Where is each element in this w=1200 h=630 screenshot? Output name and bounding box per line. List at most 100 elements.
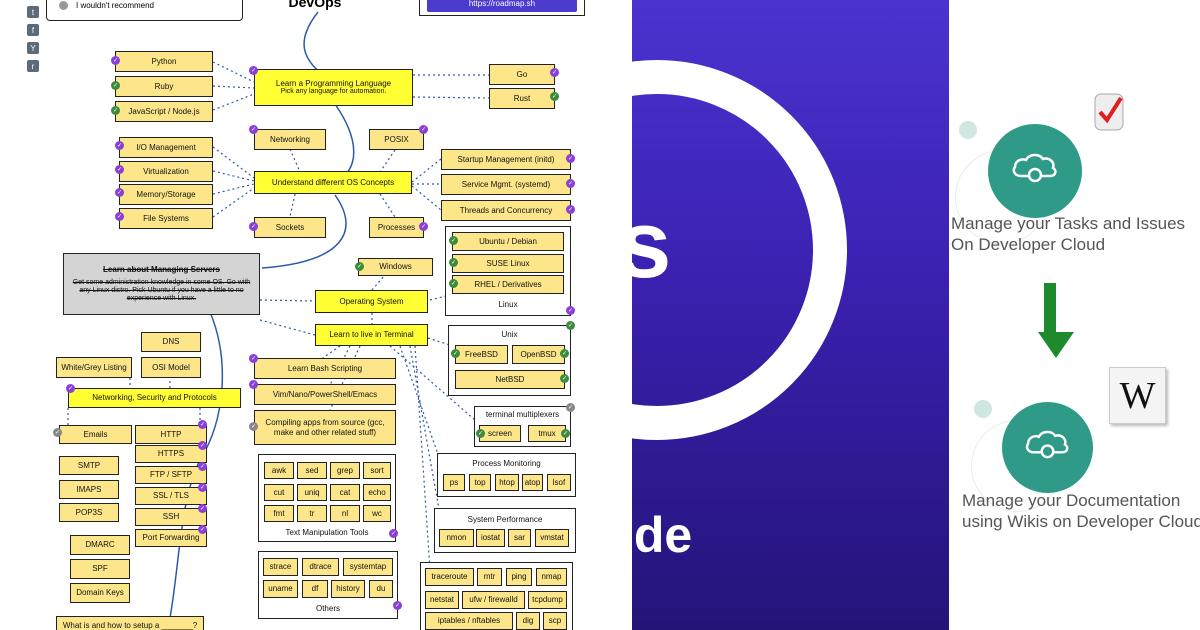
checklist-icon bbox=[1091, 90, 1127, 134]
tool-htop[interactable]: htop bbox=[495, 474, 519, 491]
tool-ufw-firewalld[interactable]: ufw / firewalld bbox=[462, 591, 525, 609]
node-dmarc[interactable]: DMARC bbox=[70, 535, 130, 555]
check-badge-icon: ✓ bbox=[566, 306, 575, 315]
node-smtp[interactable]: SMTP bbox=[59, 456, 119, 475]
tool-ping[interactable]: ping bbox=[506, 568, 532, 586]
check-badge-icon: ✓ bbox=[566, 321, 575, 330]
node-netbsd[interactable]: NetBSD bbox=[455, 370, 565, 389]
node-http[interactable]: HTTP bbox=[135, 425, 207, 444]
node-osi-model[interactable]: OSI Model bbox=[141, 357, 201, 378]
node-learn-terminal[interactable]: Learn to live in Terminal bbox=[315, 324, 428, 346]
tool-iptables-nftables[interactable]: iptables / nftables bbox=[425, 612, 513, 630]
node-editors[interactable]: Vim/Nano/PowerShell/Emacs bbox=[254, 384, 396, 405]
tool-ps[interactable]: ps bbox=[443, 474, 465, 491]
tool-sar[interactable]: sar bbox=[508, 529, 531, 547]
tool-nl[interactable]: nl bbox=[330, 505, 360, 522]
node-domain-keys[interactable]: Domain Keys bbox=[70, 583, 130, 603]
tool-uniq[interactable]: uniq bbox=[297, 484, 327, 501]
caption-wiki-line2: using Wikis on Developer Cloud bbox=[962, 512, 1200, 531]
tool-scp[interactable]: scp bbox=[543, 612, 567, 630]
node-spf[interactable]: SPF bbox=[70, 559, 130, 579]
tool-atop[interactable]: atop bbox=[522, 474, 543, 491]
tool-netstat[interactable]: netstat bbox=[425, 591, 459, 609]
node-port-forwarding[interactable]: Port Forwarding bbox=[135, 529, 207, 547]
tool-fmt[interactable]: fmt bbox=[264, 505, 294, 522]
node-ssh[interactable]: SSH bbox=[135, 508, 207, 526]
node-imaps[interactable]: IMAPS bbox=[59, 480, 119, 499]
node-white-grey-listing[interactable]: White/Grey Listing bbox=[56, 357, 132, 378]
node-setup-question[interactable]: What is and how to setup a _______? bbox=[56, 616, 204, 630]
node-emails[interactable]: Emails bbox=[59, 425, 132, 444]
node-freebsd[interactable]: FreeBSD bbox=[455, 345, 508, 364]
tool-sed[interactable]: sed bbox=[297, 462, 327, 479]
tool-nmon[interactable]: nmon bbox=[439, 529, 474, 547]
tool-dig[interactable]: dig bbox=[516, 612, 540, 630]
node-ssl-tls[interactable]: SSL / TLS bbox=[135, 487, 207, 505]
node-https[interactable]: HTTPS bbox=[135, 445, 207, 463]
tool-iostat[interactable]: iostat bbox=[476, 529, 505, 547]
node-dns[interactable]: DNS bbox=[141, 332, 201, 352]
tool-top[interactable]: top bbox=[469, 474, 491, 491]
tool-tcpdump[interactable]: tcpdump bbox=[528, 591, 567, 609]
tool-traceroute[interactable]: traceroute bbox=[425, 568, 474, 586]
twitter-icon[interactable]: t bbox=[27, 6, 39, 18]
hackernews-icon[interactable]: Y bbox=[27, 42, 39, 54]
node-openbsd[interactable]: OpenBSD bbox=[512, 345, 565, 364]
radio-button[interactable] bbox=[59, 1, 68, 10]
node-compiling-apps[interactable]: Compiling apps from source (gcc, make an… bbox=[254, 410, 396, 445]
node-file-systems[interactable]: File Systems bbox=[119, 208, 213, 229]
linux-label: Linux bbox=[498, 300, 518, 309]
node-networking-security-protocols[interactable]: Networking, Security and Protocols bbox=[68, 388, 241, 408]
url-button[interactable]: https://roadmap.sh bbox=[427, 0, 577, 12]
node-ubuntu[interactable]: Ubuntu / Debian bbox=[452, 232, 564, 251]
tool-vmstat[interactable]: vmstat bbox=[535, 529, 569, 547]
tool-du[interactable]: du bbox=[369, 580, 393, 598]
node-suse[interactable]: SUSE Linux bbox=[452, 254, 564, 273]
tool-history[interactable]: history bbox=[331, 580, 365, 598]
node-python[interactable]: Python bbox=[115, 51, 213, 72]
check-badge-icon: ✓ bbox=[198, 525, 207, 534]
node-virtualization[interactable]: Virtualization bbox=[119, 161, 213, 182]
tool-mtr[interactable]: mtr bbox=[477, 568, 502, 586]
node-memory-storage[interactable]: Memory/Storage bbox=[119, 184, 213, 205]
tool-nmap[interactable]: nmap bbox=[536, 568, 567, 586]
tool-cut[interactable]: cut bbox=[264, 484, 294, 501]
tool-tr[interactable]: tr bbox=[297, 505, 327, 522]
tool-echo[interactable]: echo bbox=[363, 484, 391, 501]
node-rust[interactable]: Rust bbox=[489, 88, 555, 109]
node-rhel[interactable]: RHEL / Derivatives bbox=[452, 275, 564, 294]
node-operating-system[interactable]: Operating System bbox=[315, 290, 428, 313]
node-service-management[interactable]: Service Mgmt. (systemd) bbox=[441, 174, 571, 195]
node-posix[interactable]: POSIX bbox=[369, 129, 424, 150]
tool-dtrace[interactable]: dtrace bbox=[302, 558, 339, 576]
node-bash-scripting[interactable]: Learn Bash Scripting bbox=[254, 358, 396, 379]
node-sockets[interactable]: Sockets bbox=[254, 217, 326, 238]
node-io-management[interactable]: I/O Management bbox=[119, 137, 213, 158]
node-startup-management[interactable]: Startup Management (initd) bbox=[441, 149, 571, 170]
node-ftp-sftp[interactable]: FTP / SFTP bbox=[135, 466, 207, 484]
node-pop3s[interactable]: POP3S bbox=[59, 503, 119, 522]
reddit-icon[interactable]: r bbox=[27, 60, 39, 72]
node-managing-servers[interactable]: Learn about Managing Servers Get some ad… bbox=[63, 253, 260, 315]
tool-systemtap[interactable]: systemtap bbox=[343, 558, 393, 576]
node-windows[interactable]: Windows bbox=[358, 258, 433, 276]
node-go[interactable]: Go bbox=[489, 64, 555, 85]
node-os-concepts[interactable]: Understand different OS Concepts bbox=[254, 171, 412, 194]
node-ruby[interactable]: Ruby bbox=[115, 76, 213, 97]
tool-screen[interactable]: screen bbox=[479, 425, 521, 442]
tool-lsof[interactable]: lsof bbox=[547, 474, 571, 491]
tool-grep[interactable]: grep bbox=[330, 462, 360, 479]
node-processes[interactable]: Processes bbox=[369, 217, 424, 238]
node-learn-language[interactable]: Learn a Programming Language Pick any la… bbox=[254, 69, 413, 106]
node-javascript[interactable]: JavaScript / Node.js bbox=[115, 101, 213, 122]
tool-df[interactable]: df bbox=[302, 580, 328, 598]
tool-sort[interactable]: sort bbox=[363, 462, 391, 479]
tool-awk[interactable]: awk bbox=[264, 462, 294, 479]
tool-cat[interactable]: cat bbox=[330, 484, 360, 501]
tool-uname[interactable]: uname bbox=[263, 580, 298, 598]
node-threads-concurrency[interactable]: Threads and Concurrency bbox=[441, 200, 571, 221]
tool-strace[interactable]: strace bbox=[263, 558, 298, 576]
node-networking[interactable]: Networking bbox=[254, 129, 326, 150]
facebook-icon[interactable]: f bbox=[27, 24, 39, 36]
tool-wc[interactable]: wc bbox=[363, 505, 391, 522]
